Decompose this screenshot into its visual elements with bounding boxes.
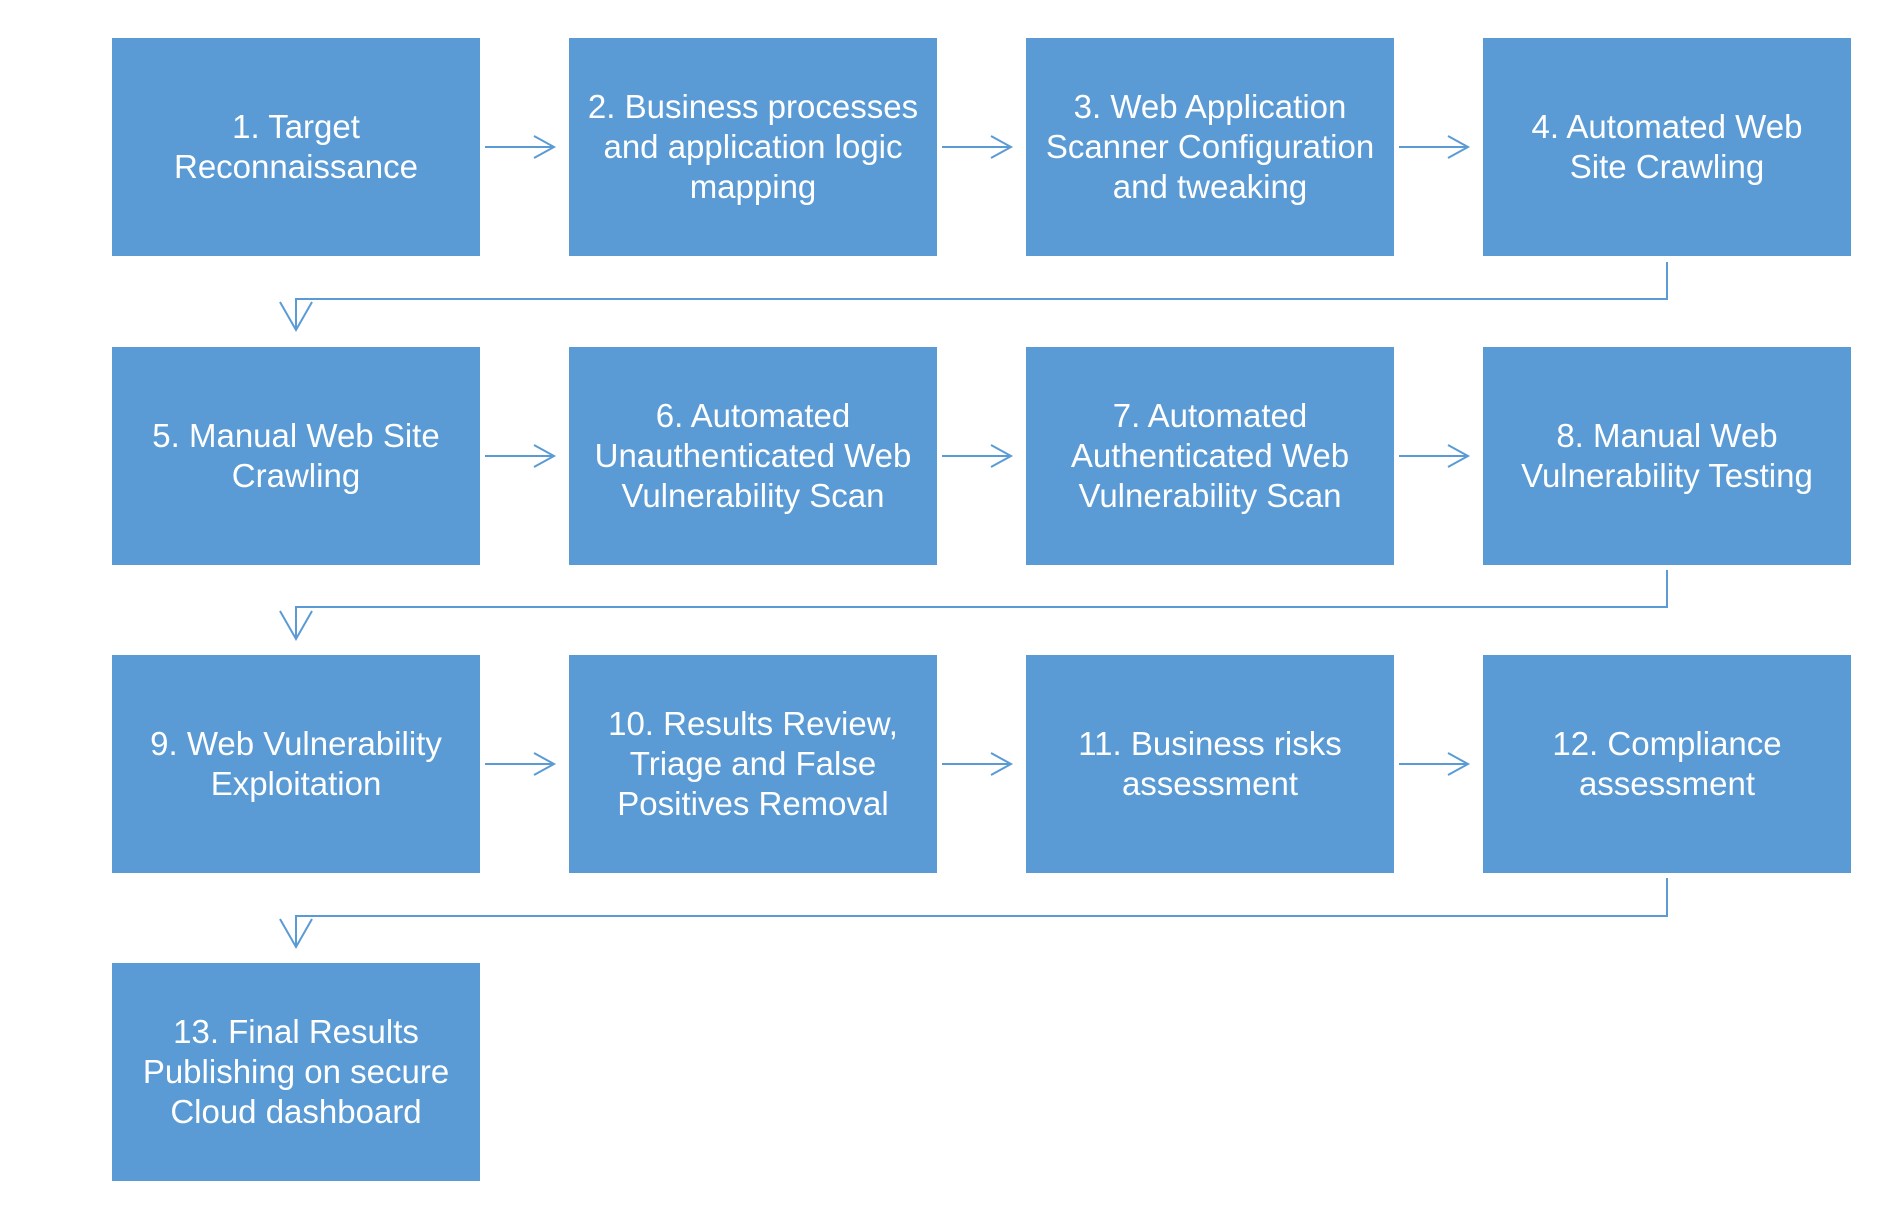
step-9-box: 9. Web Vulnerability Exploitation bbox=[112, 655, 480, 873]
step-10-label: 10. Results Review, Triage and False Pos… bbox=[608, 705, 898, 822]
step-11-box: 11. Business risks assessment bbox=[1026, 655, 1394, 873]
arrow-7-to-8 bbox=[1399, 444, 1471, 468]
step-8-label: 8. Manual Web Vulnerability Testing bbox=[1521, 417, 1813, 494]
arrow-2-to-3 bbox=[942, 135, 1014, 159]
step-11-label: 11. Business risks assessment bbox=[1078, 725, 1342, 802]
step-3-label: 3. Web Application Scanner Configuration… bbox=[1045, 88, 1375, 205]
step-12-label: 12. Compliance assessment bbox=[1552, 725, 1782, 802]
arrow-3-to-4 bbox=[1399, 135, 1471, 159]
step-7-label: 7. Automated Authenticated Web Vulnerabi… bbox=[1070, 397, 1350, 514]
step-1-label: 1. Target Reconnaissance bbox=[174, 108, 418, 185]
step-5-label: 5. Manual Web Site Crawling bbox=[152, 417, 440, 494]
step-8-box: 8. Manual Web Vulnerability Testing bbox=[1483, 347, 1851, 565]
step-12-box: 12. Compliance assessment bbox=[1483, 655, 1851, 873]
step-13-label: 13. Final Results Publishing on secure C… bbox=[142, 1013, 450, 1130]
connector-12-to-13 bbox=[279, 878, 1668, 950]
step-9-label: 9. Web Vulnerability Exploitation bbox=[150, 725, 442, 802]
arrow-6-to-7 bbox=[942, 444, 1014, 468]
connector-8-to-9 bbox=[279, 570, 1668, 642]
connector-4-to-5 bbox=[279, 262, 1668, 333]
step-4-label: 4. Automated Web Site Crawling bbox=[1531, 108, 1803, 185]
arrow-1-to-2 bbox=[485, 135, 557, 159]
arrow-10-to-11 bbox=[942, 752, 1014, 776]
step-13-box: 13. Final Results Publishing on secure C… bbox=[112, 963, 480, 1181]
arrow-9-to-10 bbox=[485, 752, 557, 776]
arrow-11-to-12 bbox=[1399, 752, 1471, 776]
step-2-label: 2. Business processes and application lo… bbox=[587, 88, 919, 205]
step-3-box: 3. Web Application Scanner Configuration… bbox=[1026, 38, 1394, 256]
step-4-box: 4. Automated Web Site Crawling bbox=[1483, 38, 1851, 256]
step-6-box: 6. Automated Unauthenticated Web Vulnera… bbox=[569, 347, 937, 565]
step-6-label: 6. Automated Unauthenticated Web Vulnera… bbox=[594, 397, 912, 514]
step-2-box: 2. Business processes and application lo… bbox=[569, 38, 937, 256]
step-7-box: 7. Automated Authenticated Web Vulnerabi… bbox=[1026, 347, 1394, 565]
step-5-box: 5. Manual Web Site Crawling bbox=[112, 347, 480, 565]
step-10-box: 10. Results Review, Triage and False Pos… bbox=[569, 655, 937, 873]
step-1-box: 1. Target Reconnaissance bbox=[112, 38, 480, 256]
arrow-5-to-6 bbox=[485, 444, 557, 468]
